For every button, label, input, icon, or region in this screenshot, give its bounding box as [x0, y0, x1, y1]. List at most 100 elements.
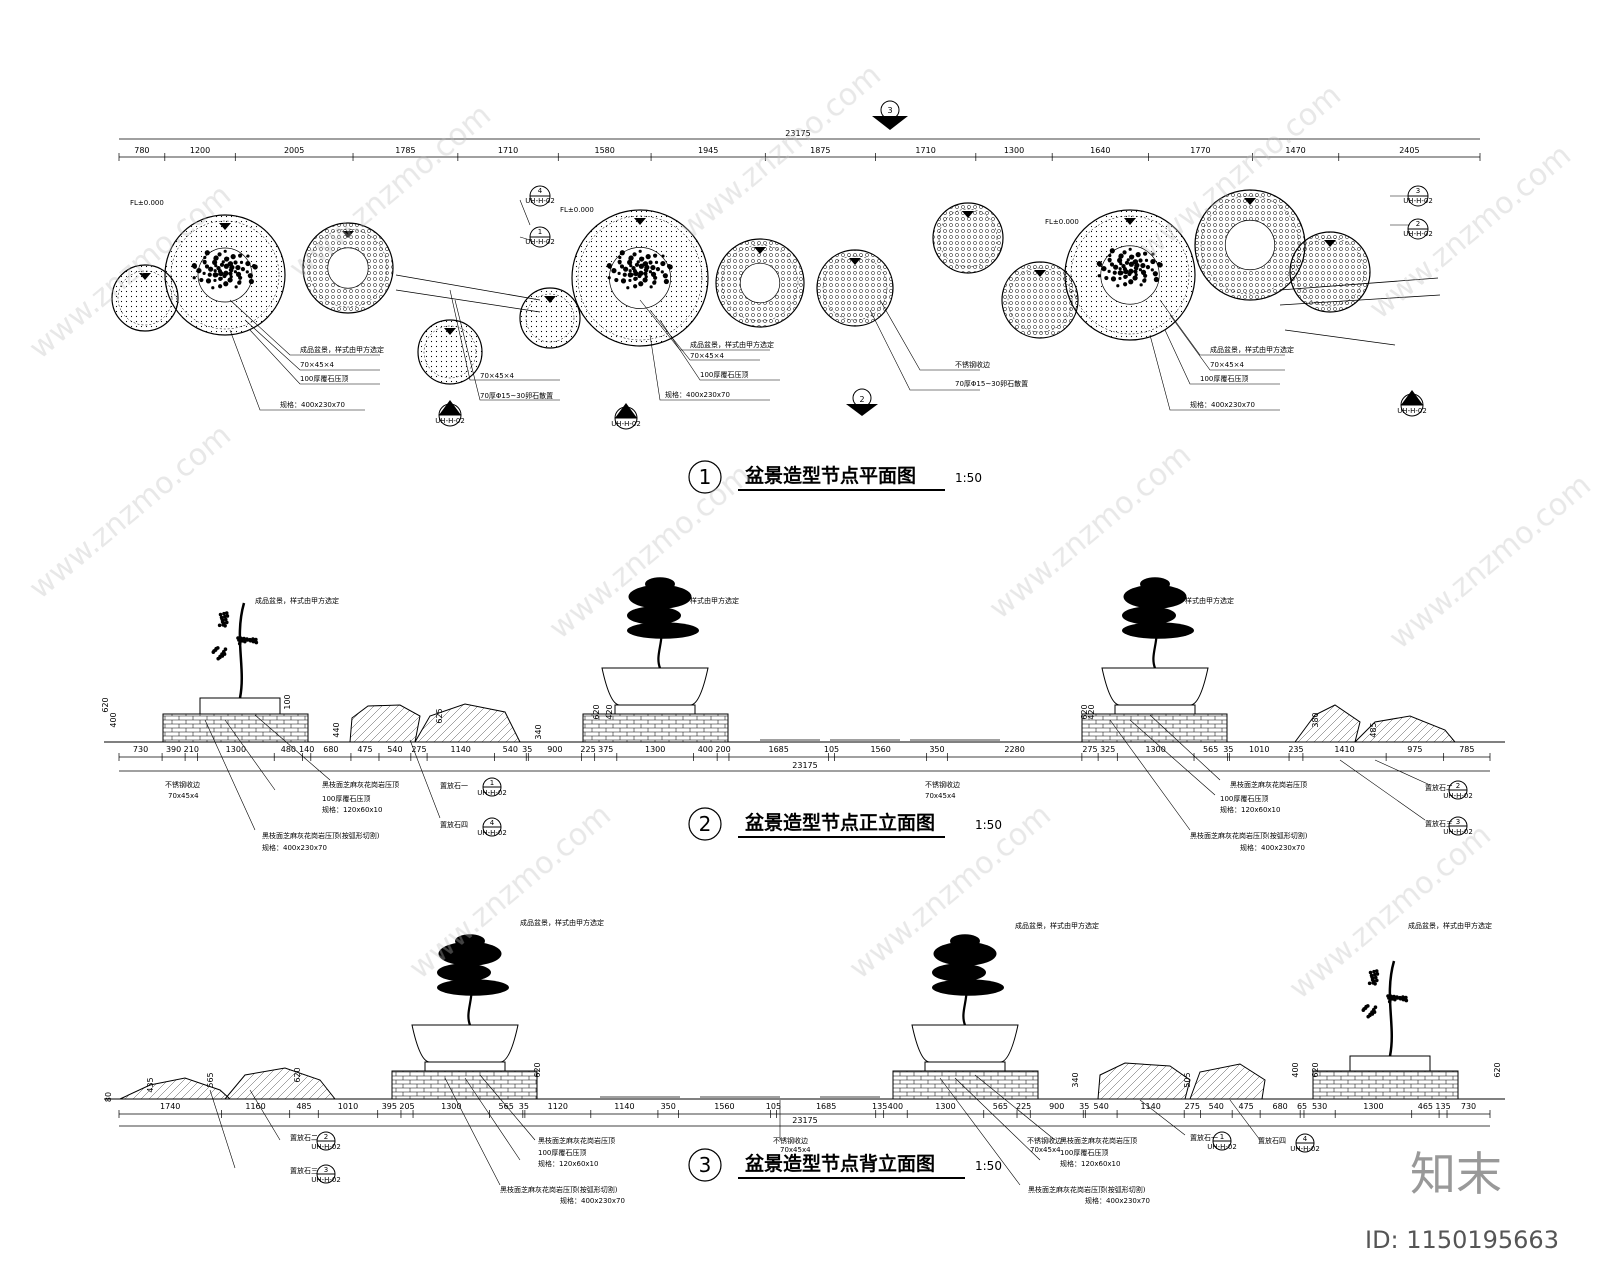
- height-dim: 440: [332, 722, 341, 737]
- canopy-dot: [1132, 277, 1137, 281]
- small-tree-leaf: [1390, 997, 1394, 1001]
- placed-rock: [349, 704, 421, 743]
- small-tree-leaf: [220, 654, 225, 658]
- brick-plinth: [162, 713, 309, 743]
- bonsai-foliage: [933, 941, 997, 966]
- front-note: 成品盆景，样式由甲方选定: [1150, 596, 1234, 605]
- dim-label: 105: [766, 1102, 781, 1111]
- dim-label: 480: [281, 745, 296, 754]
- back-leaders: [209, 1074, 1261, 1186]
- height-dim: 420: [1087, 704, 1096, 719]
- dim-label: 1875: [810, 146, 830, 155]
- canopy-dot: [217, 268, 223, 274]
- dim-label: 1300: [1004, 146, 1024, 155]
- canopy-dot: [623, 266, 629, 272]
- canopy-dot: [1118, 253, 1124, 259]
- canopy-dot: [213, 255, 219, 261]
- canopy-dot: [652, 280, 657, 285]
- front-notes: 成品盆景，样式由甲方选定成品盆景，样式由甲方选定成品盆景，样式由甲方选定不锈钢收…: [165, 596, 1473, 852]
- back-note: 置放石二: [290, 1133, 318, 1142]
- small-tree-leaf: [1387, 999, 1392, 1004]
- canopy-dot: [638, 263, 644, 269]
- canopy-dot: [202, 271, 206, 275]
- front-note: 规格：400x230x70: [1240, 843, 1305, 852]
- dim-label: 35: [1079, 1102, 1089, 1111]
- placed-rock: [1294, 704, 1361, 743]
- planter-inner-ring: [822, 255, 888, 321]
- canopy-dot: [667, 264, 673, 270]
- canopy-dot: [1143, 251, 1148, 256]
- planter-top: [1349, 1055, 1431, 1072]
- canopy-dot: [642, 279, 647, 283]
- svg-text:UH-H-02: UH-H-02: [525, 197, 555, 205]
- plan-note: 70×45×4: [480, 372, 515, 380]
- back-note: 规格：400x230x70: [1085, 1196, 1150, 1205]
- dim-label: 395: [382, 1102, 397, 1111]
- back-notes: 成品盆景，样式由甲方选定成品盆景，样式由甲方选定成品盆景，样式由甲方选定不锈钢收…: [209, 918, 1492, 1205]
- canopy-dot: [607, 276, 611, 280]
- dim-label: 1785: [395, 146, 415, 155]
- dim-label: 350: [929, 745, 944, 754]
- small-tree-leaf: [1404, 995, 1408, 1000]
- canopy-dot: [1157, 262, 1163, 268]
- dim-label: 400: [698, 745, 713, 754]
- dim-label: 1300: [935, 1102, 955, 1111]
- dim-label: 275: [1082, 745, 1097, 754]
- canopy-dot: [645, 253, 651, 260]
- fl-label: FL±0.000: [1045, 218, 1079, 226]
- canopy-dot: [606, 263, 612, 269]
- bonsai-foliage: [627, 606, 681, 625]
- dim-label: 565: [1203, 745, 1218, 754]
- dim-label: 565: [993, 1102, 1008, 1111]
- dim-label: 730: [1461, 1102, 1476, 1111]
- front-note: 置放石三: [1425, 819, 1453, 828]
- front-callout: 2UH-H-02: [1443, 780, 1473, 800]
- canopy-dot: [642, 261, 649, 267]
- small-tree-leaf: [245, 638, 250, 642]
- dim-label: 1010: [1249, 745, 1269, 754]
- back-note: 置放石一: [1190, 1133, 1218, 1142]
- svg-text:UH-H-02: UH-H-02: [525, 238, 555, 246]
- svg-text:3: 3: [1416, 187, 1420, 195]
- brick-plinth: [1081, 713, 1228, 743]
- plan-note: 成品盆景，样式由甲方选定: [300, 345, 384, 354]
- back-title-block: 3 盆景造型节点背立面图 1:50: [688, 1148, 1002, 1182]
- dim-label: 1160: [245, 1102, 265, 1111]
- canopy-dot: [1107, 269, 1111, 273]
- canopy-dot: [648, 270, 653, 274]
- planter-core: [1224, 219, 1276, 271]
- small-tree-leaf: [220, 620, 225, 624]
- planter-inner-ring: [938, 208, 998, 268]
- canopy-dot: [660, 270, 664, 274]
- canopy-dot: [617, 259, 622, 264]
- small-tree-leaf: [254, 640, 259, 645]
- dim-label: 485: [296, 1102, 311, 1111]
- plan-note: 70厚Φ15~30卵石散置: [955, 379, 1028, 388]
- front-note: 黑枝面芝麻灰花岗岩压顶(按弧形切割): [262, 831, 380, 840]
- callout-code: UH-H-02: [477, 829, 507, 837]
- back-callout: 1UH-H-02: [1207, 1131, 1237, 1151]
- small-tree-leaf: [254, 637, 258, 642]
- dim-label: 785: [1459, 745, 1474, 754]
- placed-rock: [1097, 1062, 1191, 1100]
- dim-label: 475: [357, 745, 372, 754]
- dim-label: 1770: [1190, 146, 1210, 155]
- canopy-dot: [218, 276, 223, 281]
- small-tree-leaf: [1370, 1012, 1375, 1016]
- bonsai-foliage-top: [645, 577, 675, 591]
- canopy-dot: [229, 275, 233, 279]
- callout-number: 3: [324, 1166, 328, 1174]
- height-dim: 620: [1080, 704, 1089, 719]
- small-tree-leaf: [1367, 981, 1372, 986]
- canopy-dot: [204, 264, 210, 269]
- back-note: 100厚覆石压顶: [538, 1149, 586, 1157]
- dim-label: 1560: [870, 745, 890, 754]
- bonsai-canopy-plan: [1096, 247, 1163, 288]
- small-tree-leaf: [1398, 996, 1403, 1001]
- level-marker: [634, 218, 646, 225]
- bonsai-foliage: [1122, 622, 1194, 639]
- pot-base: [924, 1061, 1006, 1072]
- section-cut-6-right: 6 UH-H-02: [1397, 390, 1427, 417]
- bonsai-foliage: [438, 941, 502, 966]
- bonsai-foliage: [1123, 584, 1187, 609]
